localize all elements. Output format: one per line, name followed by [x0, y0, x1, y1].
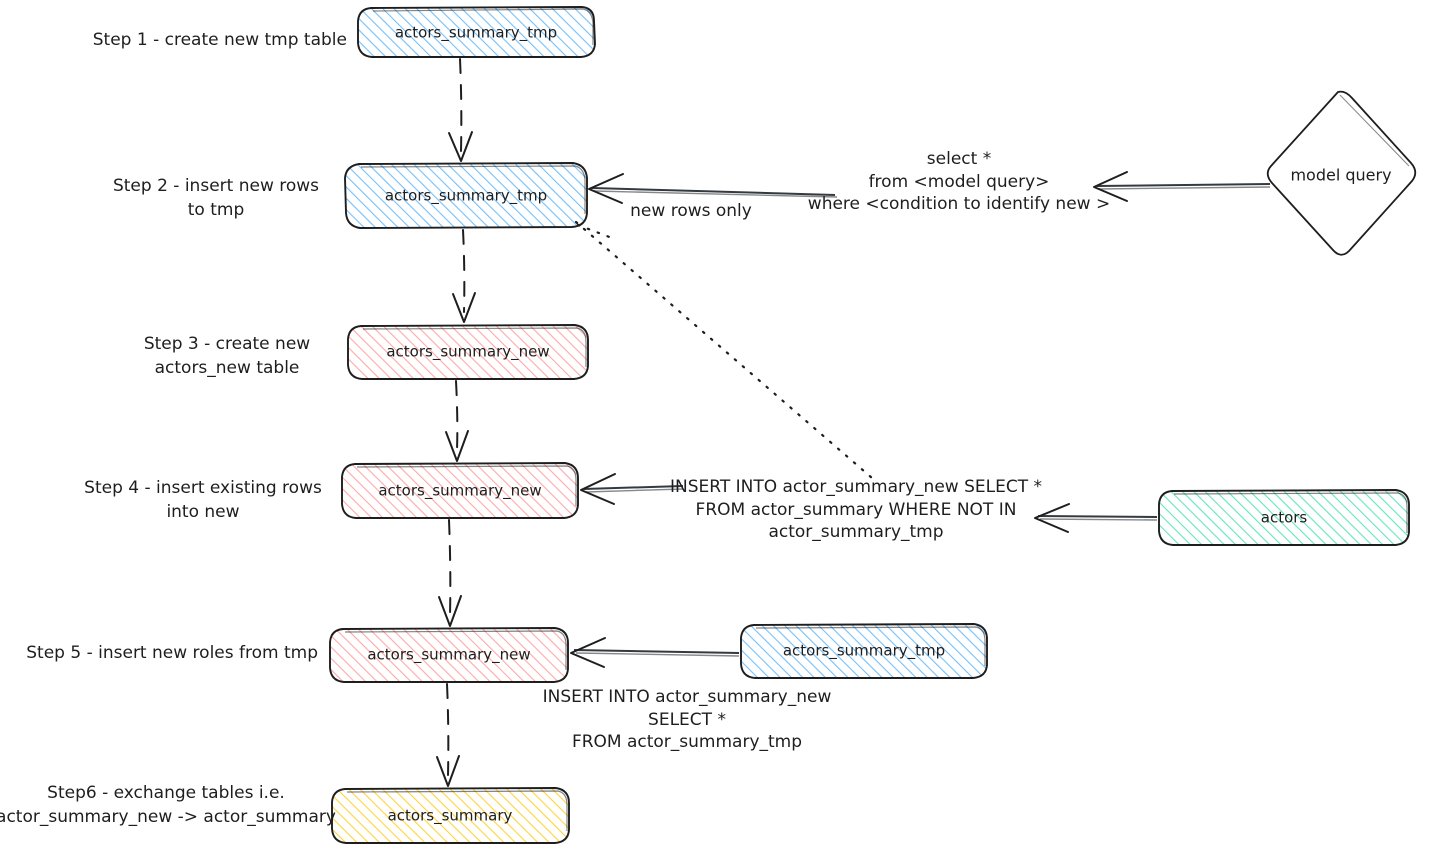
step-label-4-line1: Step 4 - insert existing rows [84, 478, 322, 498]
annotation-insert-existing-line1: INSERT INTO actor_summary_new SELECT * [670, 477, 1042, 497]
arrow-step5-to-step6 [436, 683, 460, 787]
node-label: actors [1261, 509, 1308, 527]
step-label-4: Step 4 - insert existing rows into new [84, 478, 322, 522]
annotation-insert-new-roles-line3: FROM actor_summary_tmp [572, 732, 802, 752]
node-label: actors_summary_new [367, 646, 530, 665]
node-actors-summary-new-3[interactable]: actors_summary_new [347, 324, 589, 380]
dotted-connector-step2-to-step4-annotation [574, 220, 874, 480]
arrow-step3-to-step4 [445, 380, 469, 462]
node-actors-summary-6[interactable]: actors_summary [331, 787, 570, 844]
arrow-insert-existing-to-step4 [580, 473, 684, 505]
annotation-insert-new-roles-line1: INSERT INTO actor_summary_new [543, 687, 832, 707]
annotation-sql-line1: select * [927, 149, 991, 169]
node-actors-summary-tmp-1[interactable]: actors_summary_tmp [357, 6, 596, 58]
step-label-6-line1: Step6 - exchange tables i.e. [47, 783, 285, 803]
step-label-6: Step6 - exchange tables i.e. actor_summa… [0, 783, 336, 827]
annotation-insert-existing-line3: actor_summary_tmp [768, 522, 943, 542]
annotation-sql-line2: from <model query> [869, 172, 1050, 192]
annotation-insert-new-roles-line2: SELECT * [648, 710, 726, 730]
step-label-2: Step 2 - insert new rows to tmp [113, 176, 319, 220]
arrow-tmp-right-to-step5 [570, 637, 740, 668]
node-actors[interactable]: actors [1158, 489, 1410, 546]
node-actors-summary-new-5[interactable]: actors_summary_new [329, 627, 569, 683]
node-label: model query [1290, 166, 1391, 185]
annotation-model-query-sql: select * from <model query> where <condi… [808, 149, 1110, 214]
step-label-6-line2: actor_summary_new -> actor_summary [0, 807, 336, 827]
node-label: actors_summary [388, 807, 513, 826]
step-label-1: Step 1 - create new tmp table [93, 30, 347, 50]
step-label-2-line2: to tmp [188, 200, 245, 220]
node-actors-summary-new-4[interactable]: actors_summary_new [341, 462, 579, 519]
step-label-5: Step 5 - insert new roles from tmp [26, 643, 318, 663]
step-label-3-line2: actors_new table [155, 358, 300, 378]
step-label-4-line2: into new [166, 502, 239, 522]
annotation-insert-existing-line2: FROM actor_summary WHERE NOT IN [696, 500, 1017, 520]
annotation-insert-existing-sql: INSERT INTO actor_summary_new SELECT * F… [670, 477, 1042, 542]
node-label: actors_summary_new [378, 482, 541, 501]
arrow-actors-to-insert-existing [1034, 503, 1158, 533]
annotation-sql-line3: where <condition to identify new > [808, 194, 1110, 214]
node-model-query[interactable]: model query [1266, 90, 1417, 256]
arrow-step1-to-step2 [448, 58, 473, 162]
node-label: actors_summary_tmp [783, 642, 945, 661]
node-actors-summary-tmp-right[interactable]: actors_summary_tmp [740, 623, 988, 679]
arrow-model-query-to-sql [1093, 171, 1271, 202]
node-label: actors_summary_tmp [385, 187, 547, 206]
annotation-new-rows-only: new rows only [630, 201, 752, 221]
arrow-new-rows-only [588, 173, 838, 204]
node-actors-summary-tmp-2[interactable]: actors_summary_tmp [344, 162, 588, 229]
node-label: actors_summary_tmp [395, 24, 557, 43]
node-label: actors_summary_new [386, 343, 549, 362]
arrow-step2-to-step3 [452, 229, 476, 323]
step-label-3-line1: Step 3 - create new [144, 334, 310, 354]
arrow-step4-to-step5 [438, 519, 462, 627]
step-label-3: Step 3 - create new actors_new table [144, 334, 310, 378]
annotation-insert-new-roles-sql: INSERT INTO actor_summary_new SELECT * F… [543, 687, 832, 752]
step-label-2-line1: Step 2 - insert new rows [113, 176, 319, 196]
